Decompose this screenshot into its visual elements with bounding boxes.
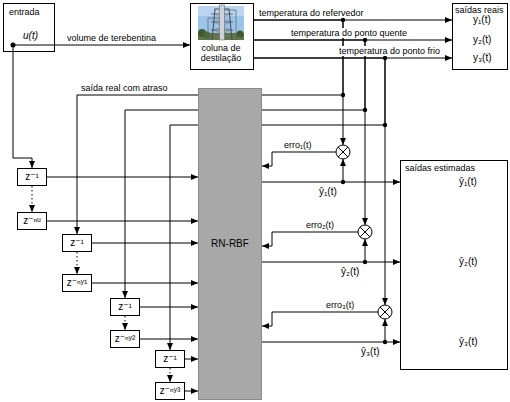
signal-wire — [262, 232, 358, 246]
delay-chain — [32, 186, 33, 212]
node-text: z⁻¹ — [118, 301, 132, 313]
real-output-box: saídas reaisy₁(t) y₂(t) y₃(t) — [452, 3, 508, 70]
signal-wire — [13, 45, 55, 52]
node-text: coluna de destilação — [191, 43, 251, 64]
delay-chain — [125, 316, 126, 330]
delay-block: z⁻¹ — [17, 168, 47, 186]
signal-arrow — [140, 339, 198, 340]
signal-arrow — [13, 52, 32, 168]
summing-junction — [380, 307, 390, 317]
signal-wire — [385, 319, 386, 342]
delay-chain — [77, 252, 78, 274]
column-photo — [198, 5, 244, 40]
node-text: z⁻¹ — [70, 237, 84, 249]
estimate-box: saídas estimadas ŷ₁(t) ŷ₂(t) ŷ₃(t) — [400, 160, 508, 370]
signal-label: temperatura do ponto quente — [290, 28, 408, 38]
signal-wire — [343, 159, 344, 182]
summing-junction — [358, 225, 372, 239]
signal-arrow — [185, 359, 198, 360]
rbf-network-box: RN-RBF — [198, 88, 262, 400]
signal-wire — [365, 239, 366, 262]
input-box: entrada u(t) — [3, 3, 55, 52]
node-text: z⁻¹ — [25, 171, 39, 183]
signal-arrow — [47, 221, 198, 222]
delay-block: z⁻ⁿʸ³ — [155, 382, 185, 400]
signal-arrow — [185, 391, 198, 392]
delay-block: z⁻ⁿʸ² — [110, 330, 140, 348]
signal-label: saída real com atraso — [80, 83, 169, 93]
summing-junction — [360, 227, 370, 237]
column-photo — [198, 6, 244, 40]
signal-label: temperatura do refervedor — [258, 8, 365, 18]
signal-arrow — [262, 342, 400, 343]
signal-arrow — [92, 243, 198, 244]
signal-arrow — [140, 307, 198, 308]
signal-arrow — [262, 262, 400, 263]
signal-name: y₁(t) — [473, 14, 491, 26]
error-label: erro₂(t) — [305, 220, 335, 230]
column-box: coluna de destilação — [190, 3, 254, 70]
signal-label: temperatura do ponto frio — [338, 46, 441, 56]
node-text: z⁻ⁿᵘ — [23, 215, 41, 227]
node-text: entrada — [9, 7, 40, 17]
column-photo — [237, 31, 244, 38]
node-text: z⁻ⁿʸ² — [115, 333, 135, 345]
node-text: z⁻ⁿʸ¹ — [67, 277, 87, 289]
delay-block: z⁻¹ — [155, 350, 185, 368]
delay-block: z⁻¹ — [62, 234, 92, 252]
node-text: z⁻¹ — [163, 353, 177, 365]
signal-wire — [262, 312, 378, 326]
summing-junction — [336, 145, 392, 319]
summing-junction — [336, 145, 350, 159]
signal-name: ŷ₁(t) — [459, 176, 477, 188]
delay-block: z⁻ⁿᵘ — [17, 212, 47, 230]
estimate-label: ŷ₂(t) — [340, 266, 360, 278]
estimate-label: ŷ₃(t) — [360, 346, 381, 358]
column-photo — [208, 10, 236, 40]
signal-name: y₃(t) — [473, 52, 492, 64]
signal-label: volume de terebentina — [66, 33, 157, 43]
estimate-label: ŷ₁(t) — [318, 186, 338, 198]
signal-wire — [262, 152, 336, 166]
error-label: erro₃(t) — [325, 300, 355, 310]
signal-arrow — [47, 177, 198, 178]
error-label: erro₁(t) — [283, 140, 313, 150]
node-text: saídas reais — [455, 5, 504, 15]
node-text: z⁻ⁿʸ³ — [160, 385, 180, 397]
delay-block: z⁻¹ — [110, 298, 140, 316]
node-text: saídas estimadas — [405, 163, 475, 173]
column-photo — [220, 5, 225, 40]
signal-arrow — [262, 182, 400, 183]
junction-dot — [11, 43, 16, 48]
summing-junction — [378, 305, 392, 319]
node-text: RN-RBF — [211, 238, 249, 250]
delay-chain — [170, 368, 171, 382]
summing-junction — [338, 147, 348, 157]
signal-name: y₂(t) — [473, 34, 491, 46]
signal-arrow — [92, 283, 198, 284]
column-photo — [204, 32, 211, 39]
signal-name: ŷ₃(t) — [459, 336, 478, 348]
signal-name: u(t) — [23, 30, 38, 42]
signal-arrow — [55, 45, 190, 46]
delay-block: z⁻ⁿʸ¹ — [62, 274, 92, 292]
signal-name: ŷ₂(t) — [459, 256, 477, 268]
